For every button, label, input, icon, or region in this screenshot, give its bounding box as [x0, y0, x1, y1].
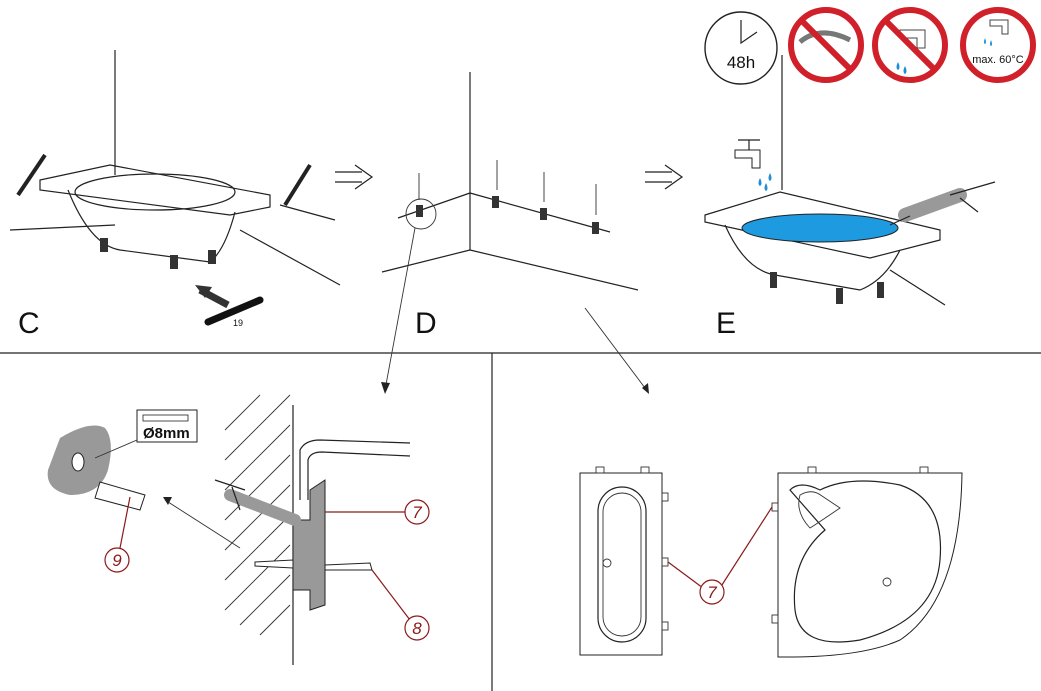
svg-text:9: 9 [112, 551, 122, 570]
arrow-c-to-d-icon [335, 164, 374, 190]
svg-text:8: 8 [412, 619, 422, 638]
detail-pointer-left [384, 227, 416, 391]
arrow-d-to-e-icon [645, 164, 684, 190]
sealant-gun-icon [889, 181, 996, 226]
wall-plug-icon [94, 481, 146, 511]
svg-text:7: 7 [707, 583, 717, 602]
clock-label: 48h [727, 53, 755, 72]
callout-9: 9 [104, 496, 131, 573]
wrench-icon [204, 296, 264, 326]
wall-mount-detail: Ø8mm [47, 394, 411, 665]
step-label-d: D [415, 307, 437, 340]
callout-7-right: 7 [667, 506, 773, 605]
clock-48h-icon: 48h [704, 11, 778, 85]
wrench-size-label: 19 [233, 318, 243, 328]
step-e-illustration [704, 55, 996, 306]
no-faucet-icon [872, 7, 948, 83]
step-d-illustration [381, 72, 649, 394]
step-c-illustration: 19 [9, 50, 341, 328]
bath-top-views [579, 466, 963, 658]
detail-pointer-right [584, 307, 649, 393]
no-shower-icon [788, 7, 864, 83]
drill-size-label: Ø8mm [143, 425, 190, 442]
callout-8: 8 [371, 569, 430, 641]
step-label-e: E [716, 307, 736, 340]
step-label-c: C [18, 307, 40, 340]
max-temperature-icon: max. 60°C [960, 7, 1036, 83]
max-temp-label: max. 60°C [972, 54, 1024, 66]
callout-7-left: 7 [325, 499, 430, 525]
svg-text:7: 7 [412, 503, 422, 522]
faucet-icon [734, 139, 772, 191]
